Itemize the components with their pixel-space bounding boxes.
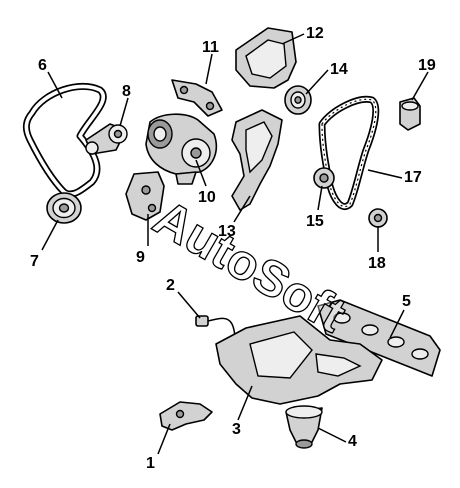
callout-8: 8 (122, 83, 131, 100)
part-18-small-pulley (368, 208, 388, 228)
part-11-bracket (171, 79, 223, 117)
part-13-lower-timing-cover (231, 109, 283, 211)
callout-6: 6 (38, 57, 47, 74)
part-19-bushing (399, 97, 421, 131)
callout-7: 7 (30, 253, 39, 270)
part-14-timing-pulley (284, 85, 312, 115)
part-12-upper-timing-cover (235, 27, 297, 89)
callout-2: 2 (166, 277, 175, 294)
callout-9: 9 (136, 249, 145, 266)
callout-17: 17 (404, 169, 422, 186)
callout-1: 1 (146, 455, 155, 472)
callout-12: 12 (306, 25, 324, 42)
part-4-catalytic-converter (285, 405, 323, 449)
part-15-tensioner-pulley (313, 167, 335, 189)
part-17-timing-belt (318, 95, 380, 210)
part-8-belt-tensioner (85, 123, 128, 155)
callout-numbers: 1 2 3 4 5 6 7 8 9 10 11 12 13 14 15 17 1… (30, 25, 436, 472)
callout-15: 15 (306, 213, 324, 230)
leader-lines (41, 33, 429, 455)
callout-5: 5 (402, 293, 411, 310)
callout-18: 18 (368, 255, 386, 272)
callout-11: 11 (202, 39, 219, 56)
watermark: AutoSoft (145, 189, 356, 343)
callout-19: 19 (418, 57, 436, 74)
part-9-bracket (125, 171, 165, 221)
part-10-water-pump (145, 113, 218, 185)
callout-13: 13 (218, 223, 236, 240)
part-3-exhaust-manifold (215, 315, 383, 405)
part-6-accessory-belt (22, 83, 107, 198)
part-5-manifold-gasket (317, 299, 441, 377)
part-7-idler-pulley (46, 192, 82, 224)
callout-4: 4 (348, 433, 357, 450)
callout-14: 14 (330, 61, 348, 78)
callout-10: 10 (198, 189, 216, 206)
part-1-heat-shield-bracket (159, 401, 213, 431)
callout-3: 3 (232, 421, 241, 438)
